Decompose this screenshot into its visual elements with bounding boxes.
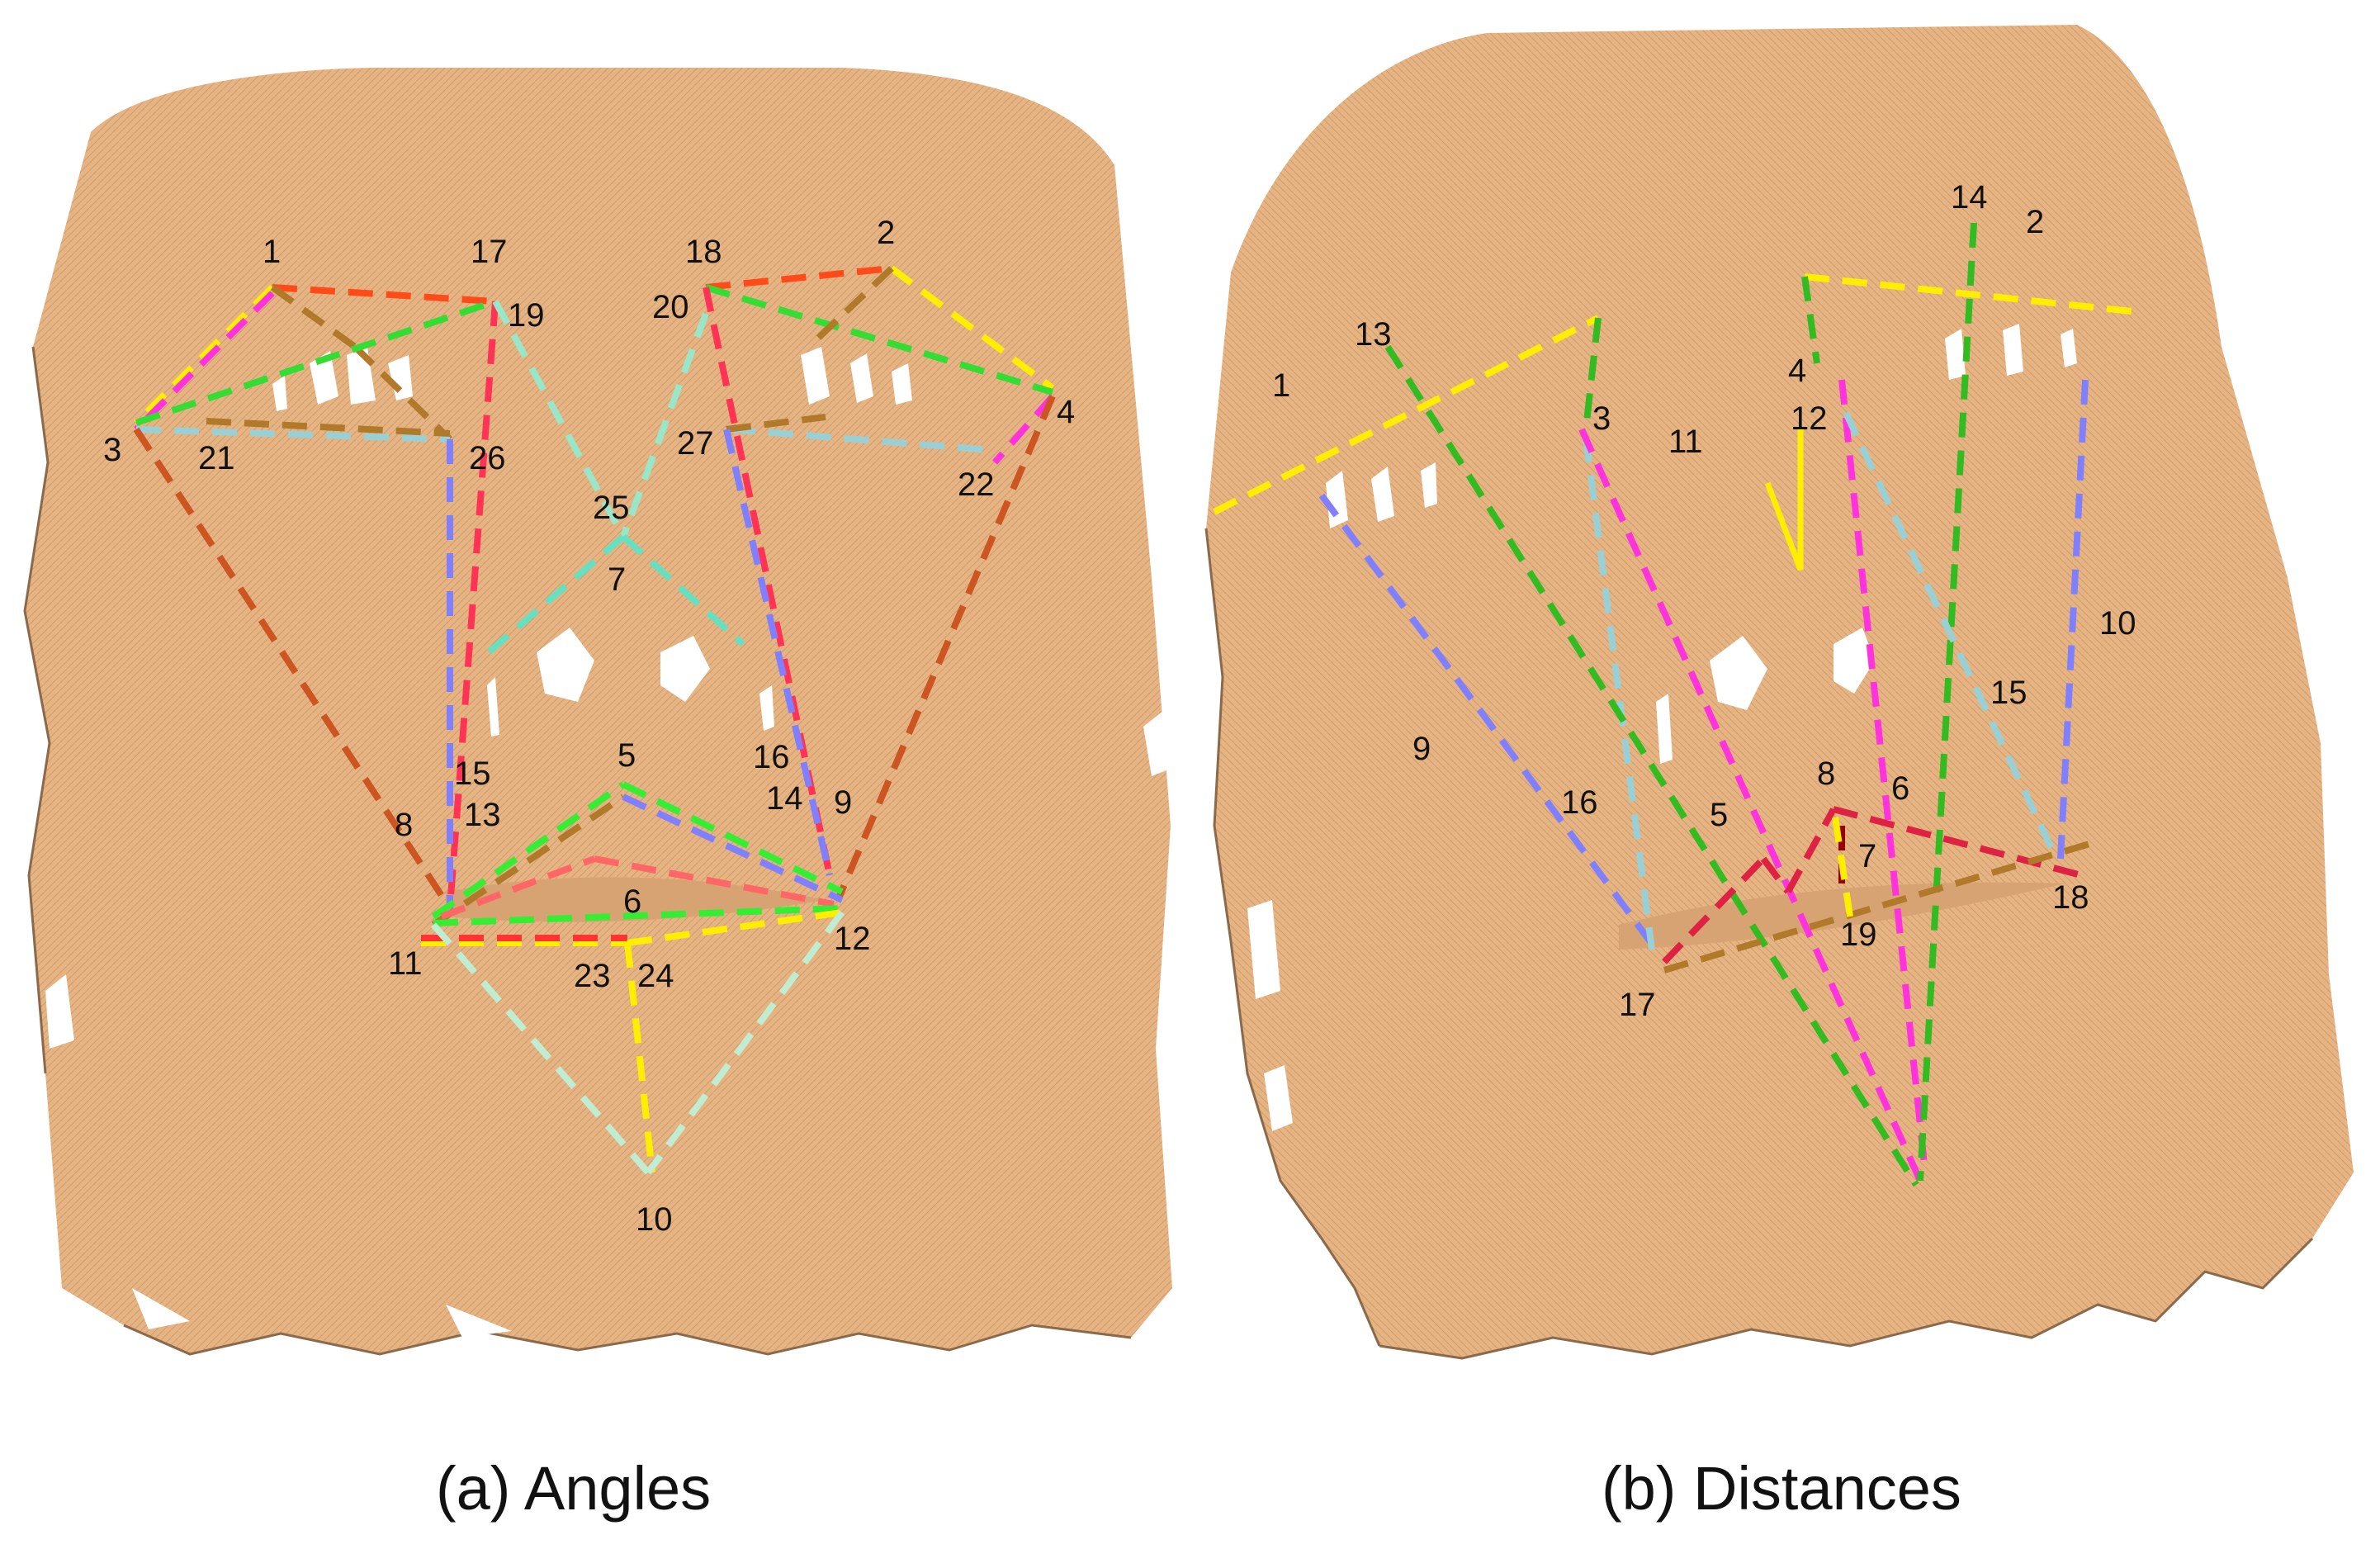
label-b-12: 12 — [1791, 400, 1828, 437]
mouth-a — [446, 877, 826, 922]
nose-tip-line — [1764, 429, 1804, 571]
label-13: 13 — [464, 797, 501, 833]
label-10: 10 — [636, 1201, 673, 1238]
label-4: 4 — [1057, 394, 1075, 430]
label-b-18: 18 — [2052, 879, 2089, 916]
label-12: 12 — [834, 921, 871, 957]
label-15: 15 — [454, 756, 491, 792]
angle-labels: 1 2 3 4 5 6 7 8 9 10 11 12 13 14 15 16 1… — [103, 215, 1075, 1238]
label-8: 8 — [395, 807, 413, 843]
label-b-4: 4 — [1788, 353, 1806, 389]
label-b-1: 1 — [1272, 367, 1290, 404]
nose-b — [1656, 628, 1875, 764]
label-5: 5 — [617, 737, 636, 774]
label-21: 21 — [198, 440, 235, 476]
label-26: 26 — [469, 440, 506, 476]
label-b-16: 16 — [1561, 784, 1598, 821]
label-18: 18 — [685, 234, 722, 270]
label-7: 7 — [608, 561, 626, 598]
label-20: 20 — [652, 289, 689, 325]
label-b-14: 14 — [1951, 179, 1988, 216]
label-b-5: 5 — [1710, 797, 1728, 833]
label-3: 3 — [103, 432, 121, 468]
label-24: 24 — [637, 958, 674, 994]
caption-angles: (a) Angles — [436, 1454, 712, 1523]
label-23: 23 — [574, 958, 611, 994]
right-eye-b — [1945, 324, 2077, 380]
label-b-13: 13 — [1355, 316, 1392, 353]
label-b-8: 8 — [1817, 756, 1835, 792]
label-b-3: 3 — [1592, 400, 1611, 437]
label-b-11: 11 — [1668, 424, 1703, 460]
mouth-b — [1619, 882, 2065, 950]
label-b-9: 9 — [1412, 731, 1431, 767]
face-surface-b — [1206, 25, 2354, 1358]
angle-lines — [133, 265, 1056, 1175]
label-2: 2 — [877, 215, 895, 251]
label-22: 22 — [958, 467, 995, 503]
label-27: 27 — [677, 425, 714, 462]
angles-panel: 1 2 3 4 5 6 7 8 9 10 11 12 13 14 15 16 1… — [23, 68, 1172, 1356]
label-6: 6 — [623, 883, 641, 920]
label-b-15: 15 — [1990, 675, 2027, 711]
distance-lines — [1213, 222, 2140, 1187]
label-14: 14 — [766, 780, 803, 817]
right-eye-a — [801, 347, 912, 405]
label-17: 17 — [471, 234, 508, 270]
label-b-7: 7 — [1858, 838, 1876, 874]
caption-distances: (b) Distances — [1602, 1454, 1961, 1523]
face-surface-a — [25, 68, 1172, 1354]
label-b-19: 19 — [1840, 917, 1877, 953]
label-16: 16 — [753, 739, 790, 775]
left-eye-b — [1326, 462, 1437, 528]
label-19: 19 — [508, 297, 545, 334]
label-25: 25 — [593, 490, 630, 526]
label-b-17: 17 — [1619, 987, 1656, 1023]
label-b-10: 10 — [2099, 605, 2136, 642]
label-b-6: 6 — [1891, 770, 1909, 807]
distance-labels: 1 2 3 4 5 6 7 8 9 10 11 12 13 14 15 16 1… — [1272, 179, 2136, 1023]
label-b-2: 2 — [2026, 204, 2044, 240]
distances-panel: 1 2 3 4 5 6 7 8 9 10 11 12 13 14 15 16 1… — [1204, 25, 2354, 1360]
label-1: 1 — [263, 234, 281, 270]
label-11: 11 — [388, 945, 423, 982]
label-9: 9 — [834, 784, 852, 821]
nose-a — [487, 628, 774, 737]
